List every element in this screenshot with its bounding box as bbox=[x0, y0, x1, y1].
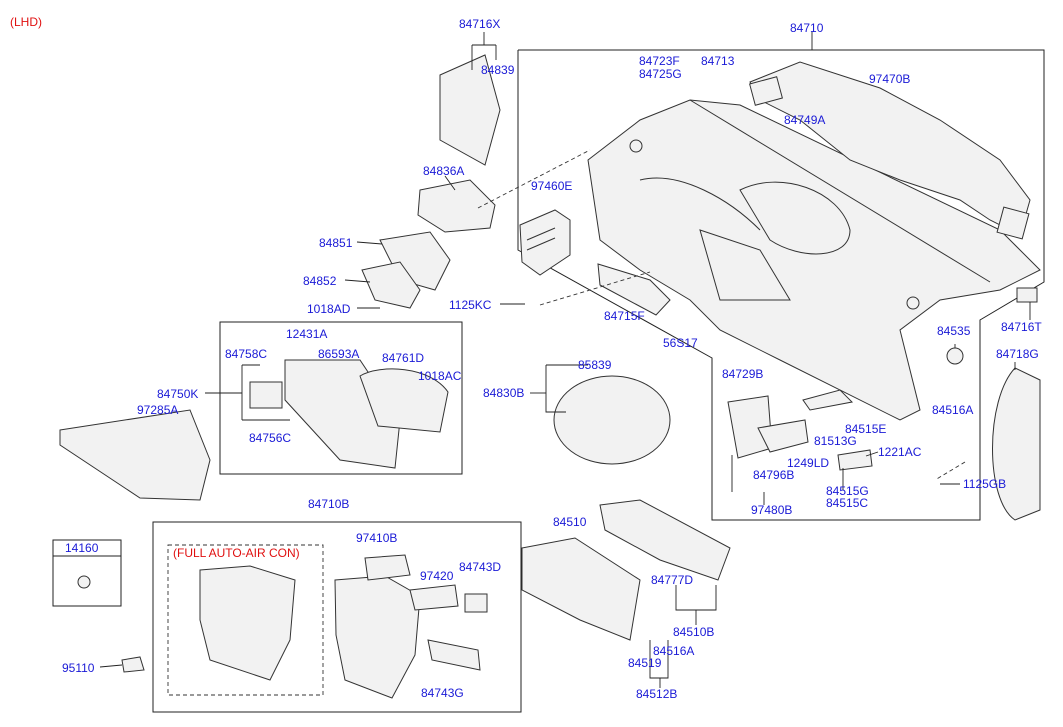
trim-84715F bbox=[597, 263, 671, 316]
inset-note: (FULL AUTO-AIR CON) bbox=[173, 546, 300, 560]
label-56S17: 56S17 bbox=[663, 336, 698, 350]
fascia-bracket bbox=[464, 593, 488, 613]
cluster-group-frame bbox=[219, 321, 463, 475]
crash-pad-main bbox=[587, 99, 1041, 421]
cluster-housing bbox=[417, 179, 496, 233]
label-14160: 14160 bbox=[65, 541, 99, 555]
label-84716T: 84716T bbox=[1001, 320, 1042, 334]
part-14160-box bbox=[52, 539, 122, 607]
label-84710: 84710 bbox=[790, 21, 824, 35]
label-12431A: 12431A bbox=[286, 327, 327, 341]
label-84777D: 84777D bbox=[651, 573, 693, 587]
label-84510B: 84510B bbox=[673, 625, 714, 639]
label-84519: 84519 bbox=[628, 656, 662, 670]
label-84756C: 84756C bbox=[249, 431, 291, 445]
orientation-tag: (LHD) bbox=[10, 15, 42, 29]
left-side-vent bbox=[519, 209, 571, 276]
fascia-lower-trim bbox=[427, 639, 481, 671]
label-1125KC: 1125KC bbox=[449, 298, 492, 312]
label-97470B: 97470B bbox=[869, 72, 910, 86]
label-84515C: 84515C bbox=[826, 496, 868, 510]
cigar-lighter bbox=[121, 656, 145, 673]
guide-bolt-right bbox=[934, 461, 966, 481]
clip-14160 bbox=[77, 575, 91, 589]
label-84830B: 84830B bbox=[483, 386, 524, 400]
bracket-84515G bbox=[837, 449, 873, 471]
glove-box-housing bbox=[599, 499, 731, 581]
label-97285A: 97285A bbox=[137, 403, 178, 417]
label-86593A: 86593A bbox=[318, 347, 359, 361]
cluster-unit bbox=[359, 368, 449, 433]
column-shroud-lower bbox=[361, 261, 421, 309]
label-1018AC: 1018AC bbox=[418, 369, 462, 383]
label-84761D: 84761D bbox=[382, 351, 424, 365]
main-dash-frame bbox=[517, 49, 1045, 521]
leader-lines bbox=[99, 32, 1031, 688]
label-84515E: 84515E bbox=[845, 422, 886, 436]
guide-bolt bbox=[539, 271, 651, 306]
label-84510: 84510 bbox=[553, 515, 587, 529]
air-duct bbox=[749, 61, 1031, 240]
label-84836A: 84836A bbox=[423, 164, 464, 178]
fascia-vent-a bbox=[364, 554, 411, 581]
label-85839: 85839 bbox=[578, 358, 612, 372]
speaker-84535 bbox=[946, 347, 964, 365]
label-84758C: 84758C bbox=[225, 347, 267, 361]
label-1018AD: 1018AD bbox=[307, 302, 351, 316]
label-1221AC: 1221AC bbox=[878, 445, 922, 459]
label-84515G: 84515G bbox=[826, 484, 869, 498]
label-84839: 84839 bbox=[481, 63, 515, 77]
label-84749A: 84749A bbox=[784, 113, 825, 127]
auto-aircon-inset-frame bbox=[167, 544, 324, 696]
label-97420: 97420 bbox=[420, 569, 454, 583]
side-cover-right bbox=[992, 367, 1041, 521]
trim-strip bbox=[689, 99, 991, 283]
label-97410B: 97410B bbox=[356, 531, 397, 545]
glove-box bbox=[521, 537, 641, 641]
label-84725G: 84725G bbox=[639, 67, 682, 81]
label-97460E: 97460E bbox=[531, 179, 572, 193]
label-84750K: 84750K bbox=[157, 387, 198, 401]
label-84729B: 84729B bbox=[722, 367, 763, 381]
label-84718G: 84718G bbox=[996, 347, 1039, 361]
guide-cluster bbox=[477, 149, 591, 209]
label-97480B: 97480B bbox=[751, 503, 792, 517]
label-84743G: 84743G bbox=[421, 686, 464, 700]
label-81513G: 81513G bbox=[814, 434, 857, 448]
label-84512B: 84512B bbox=[636, 687, 677, 701]
console-cover bbox=[553, 375, 671, 465]
label-84710B: 84710B bbox=[308, 497, 349, 511]
side-cover-left bbox=[439, 54, 501, 166]
label-84723F: 84723F bbox=[639, 54, 680, 68]
label-1125GB: 1125GB bbox=[963, 477, 1006, 491]
cap-84716T bbox=[1016, 287, 1038, 303]
fascia-panel-manual bbox=[334, 575, 421, 699]
label-84851: 84851 bbox=[319, 236, 353, 250]
lower-panel bbox=[59, 409, 211, 501]
fascia-vent-b bbox=[409, 584, 459, 611]
bracket-81513G bbox=[802, 389, 854, 411]
label-84713: 84713 bbox=[701, 54, 735, 68]
switch-pocket bbox=[249, 381, 283, 409]
label-84743D: 84743D bbox=[459, 560, 501, 574]
label-84535: 84535 bbox=[937, 324, 971, 338]
label-84796B: 84796B bbox=[753, 468, 794, 482]
label-1249LD: 1249LD bbox=[787, 456, 829, 470]
label-84516A-right: 84516A bbox=[932, 403, 973, 417]
label-84716X: 84716X bbox=[459, 17, 500, 31]
center-vent bbox=[757, 419, 809, 453]
fascia-panel-auto bbox=[199, 565, 296, 681]
center-fascia-frame bbox=[152, 521, 522, 713]
label-84516A-bottom: 84516A bbox=[653, 644, 694, 658]
label-84715F: 84715F bbox=[604, 309, 645, 323]
label-84852: 84852 bbox=[303, 274, 337, 288]
label-95110: 95110 bbox=[62, 661, 95, 675]
